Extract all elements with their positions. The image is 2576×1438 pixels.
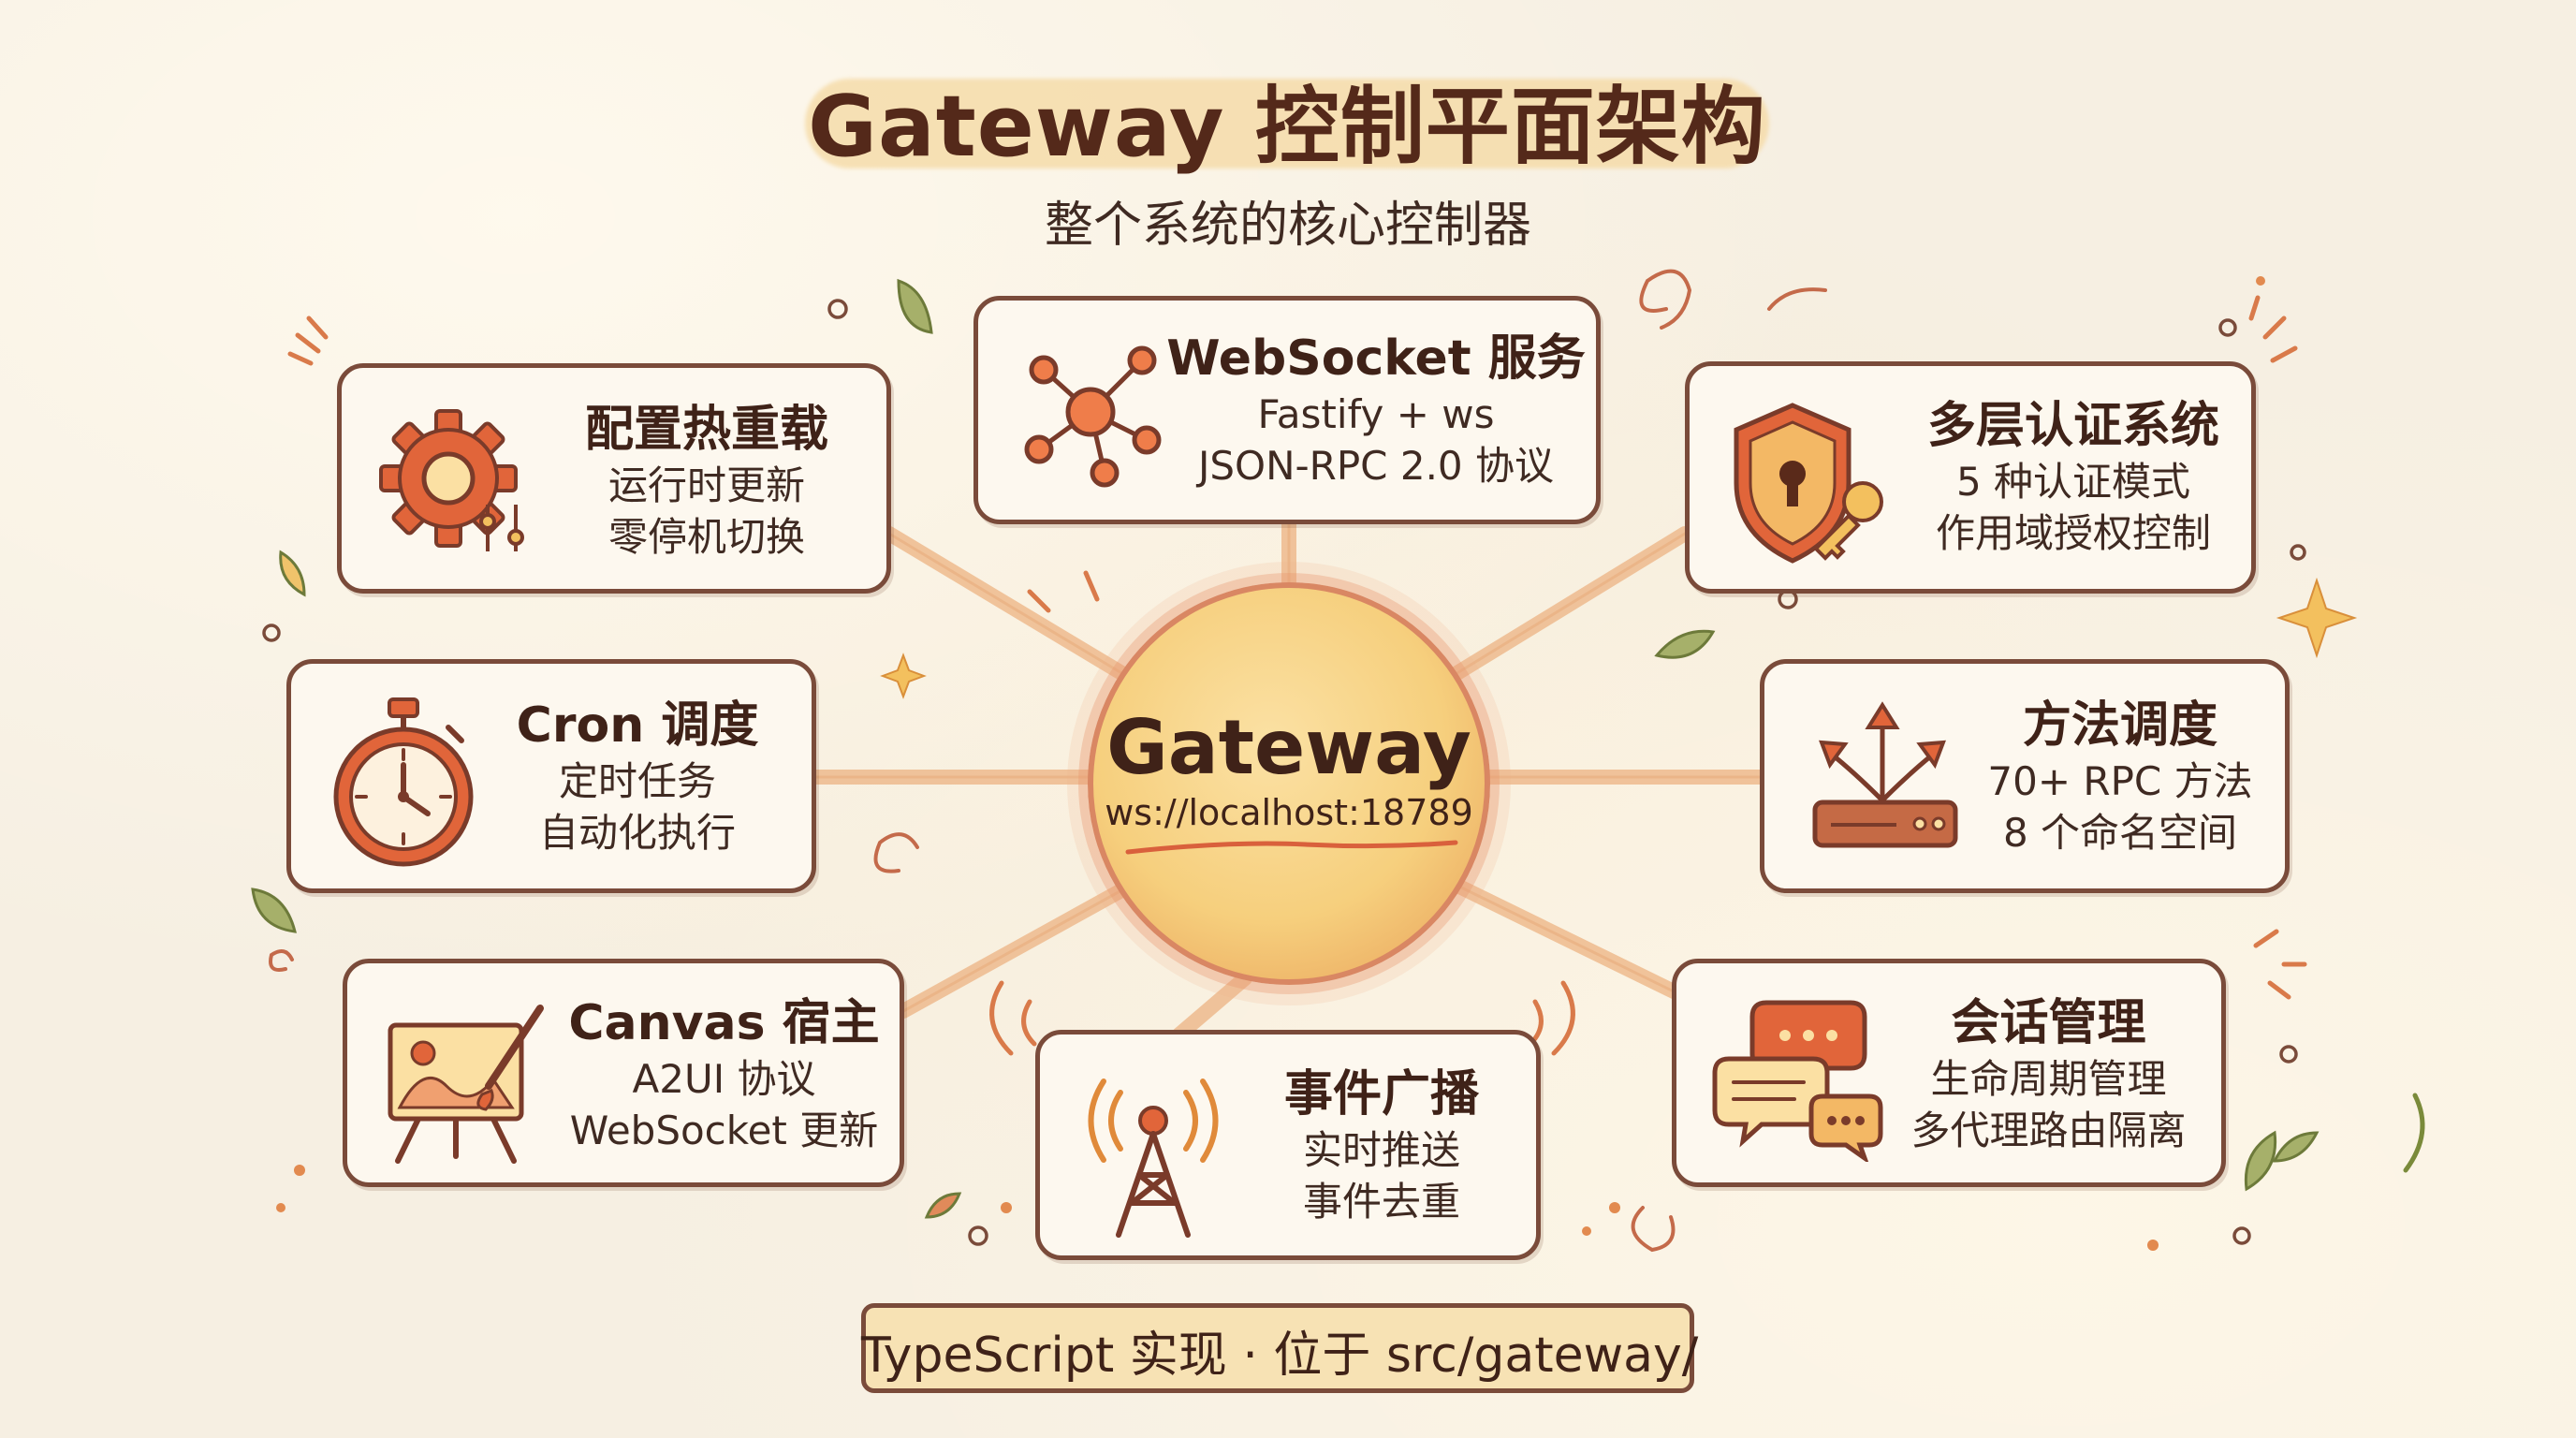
gear-icon xyxy=(379,409,524,551)
node-websocket: WebSocket 服务 Fastify + ws JSON-RPC 2.0 协… xyxy=(973,296,1601,524)
gateway-hub xyxy=(1088,582,1490,985)
node-line: 5 种认证模式 xyxy=(1955,459,2191,505)
connector-event xyxy=(1172,971,1252,1042)
node-line: 生命周期管理 xyxy=(1930,1056,2167,1102)
node-line: 多代理路由隔离 xyxy=(1910,1108,2187,1153)
node-line: 自动化执行 xyxy=(538,810,736,856)
node-title: 配置热重载 xyxy=(584,402,828,458)
node-title: 方法调度 xyxy=(2022,697,2217,754)
node-line: 8 个命名空间 xyxy=(2002,810,2238,856)
node-line: 事件去重 xyxy=(1302,1179,1460,1225)
node-canvas: Canvas 宿主 A2UI 协议 WebSocket 更新 xyxy=(343,959,904,1187)
node-auth: 多层认证系统 5 种认证模式 作用域授权控制 xyxy=(1685,361,2256,594)
node-title: Canvas 宿主 xyxy=(568,995,880,1051)
router-icon xyxy=(1812,701,1958,848)
node-line: 70+ RPC 方法 xyxy=(1987,758,2253,804)
hub-underline xyxy=(1125,840,1458,855)
title-banner: Gateway 控制平面架构 xyxy=(805,58,1769,180)
node-line: JSON-RPC 2.0 协议 xyxy=(1197,443,1554,489)
node-title: 多层认证系统 xyxy=(1926,398,2219,454)
node-line: 运行时更新 xyxy=(607,462,805,508)
node-session: 会话管理 生命周期管理 多代理路由隔离 xyxy=(1672,959,2226,1187)
title-highlight xyxy=(805,79,1769,169)
node-title: 事件广播 xyxy=(1283,1066,1479,1123)
footer-banner xyxy=(861,1303,1694,1393)
node-line: A2UI 协议 xyxy=(632,1056,816,1102)
node-line: 定时任务 xyxy=(558,758,716,804)
page-subtitle: 整个系统的核心控制器 xyxy=(1044,198,1531,254)
chat-bubbles-icon xyxy=(1712,1000,1883,1162)
shield-key-icon xyxy=(1734,403,1883,564)
node-config: 配置热重载 运行时更新 零停机切换 xyxy=(337,363,891,594)
node-event: 事件广播 实时推送 事件去重 xyxy=(1035,1030,1541,1260)
node-line: 作用域授权控制 xyxy=(1935,510,2211,556)
footer-text: TypeScript 实现 · 位于 src/gateway/ xyxy=(861,1328,1699,1384)
hub-title: Gateway xyxy=(1106,704,1471,791)
node-title: 会话管理 xyxy=(1951,995,2146,1051)
node-line: 零停机切换 xyxy=(607,514,805,560)
stopwatch-icon xyxy=(333,697,474,867)
swirl-doodles xyxy=(269,269,1827,1253)
decorative-doodles xyxy=(287,295,2425,1173)
page-title: Gateway 控制平面架构 xyxy=(808,78,1766,176)
decorative-circles xyxy=(262,299,2306,1246)
node-title: WebSocket 服务 xyxy=(1166,330,1586,387)
node-line: WebSocket 更新 xyxy=(569,1108,879,1153)
node-cron: Cron 调度 定时任务 自动化执行 xyxy=(286,659,816,893)
node-method: 方法调度 70+ RPC 方法 8 个命名空间 xyxy=(1760,659,2290,893)
node-line: Fastify + ws xyxy=(1257,391,1495,437)
antenna-icon xyxy=(1088,1078,1219,1238)
node-title: Cron 调度 xyxy=(516,697,759,754)
node-line: 实时推送 xyxy=(1302,1127,1460,1173)
leaf-doodles xyxy=(251,278,2320,1219)
easel-icon xyxy=(388,1005,544,1164)
sparkle-doodles xyxy=(880,577,2358,699)
network-nodes-icon xyxy=(1024,345,1162,488)
hub-address: ws://localhost:18789 xyxy=(1105,792,1473,833)
